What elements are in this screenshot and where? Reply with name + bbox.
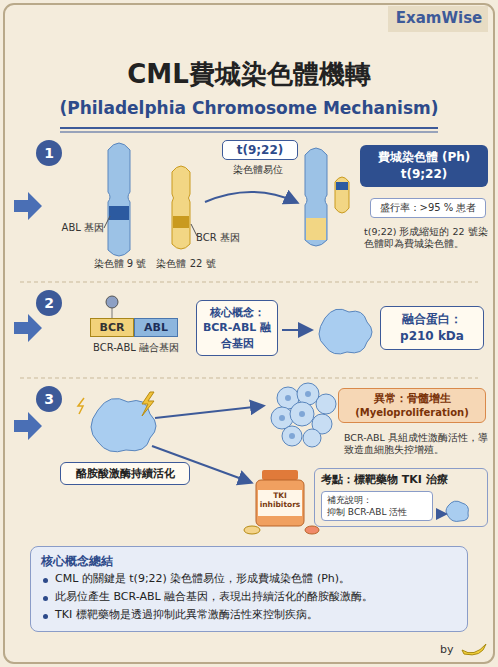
label: BCR 基因	[196, 232, 260, 245]
label: t(9;22) 形成縮短的 22 號染色體即為費城染色體。	[364, 226, 490, 250]
bullet-dot	[43, 596, 48, 601]
label: TKI inhibitors	[258, 491, 302, 510]
label: (Philadelphia Chromosome Mechanism)	[10, 98, 488, 119]
node-text: t(9;22)	[366, 166, 482, 183]
note-box: 補充說明：抑制 BCR-ABL 活性	[321, 491, 433, 521]
node-text: 1	[44, 145, 54, 161]
node-text: (Myeloproliferation)	[344, 406, 480, 419]
node-text: 2	[44, 295, 54, 311]
label: 染色體 22 號	[146, 258, 226, 271]
bullet-text: CML 的關鍵是 t(9;22) 染色體易位，形成費城染色體 (Ph)。	[55, 572, 350, 585]
node-text: 盛行率：>95 % 患者	[375, 201, 481, 215]
node-text: 融合蛋白：	[387, 311, 477, 328]
kinase-box: 酪胺酸激酶持續活化	[60, 462, 190, 485]
summary-bullet: 此易位產生 BCR-ABL 融合基因，表現出持續活化的酪胺酸激酶。	[41, 590, 457, 605]
node-text: 3	[44, 391, 54, 407]
label: by	[440, 643, 464, 657]
label: BCR-ABL 融合基因	[74, 342, 198, 355]
node-text: 抑制 BCR-ABL 活性	[327, 506, 427, 518]
title: CML費城染色體機轉	[10, 58, 488, 91]
node-text: t(9;22)	[227, 143, 293, 157]
label: ExamWise	[392, 9, 486, 28]
bullet-text: 此易位產生 BCR-ABL 融合基因，表現出持續活化的酪胺酸激酶。	[55, 590, 373, 603]
node-text: BCR	[91, 321, 133, 334]
summary-bullet: TKI 標靶藥物是透過抑制此異常激酶活性來控制疾病。	[41, 608, 457, 623]
label: BCR-ABL 具組成性激酶活性，導致造血細胞失控增殖。	[344, 432, 488, 456]
bullet-dot	[43, 614, 48, 619]
bullet-dot	[43, 578, 48, 583]
node-text: ABL	[135, 321, 177, 334]
step-number: 1	[36, 140, 62, 166]
summary-bullet: CML 的關鍵是 t(9;22) 染色體易位，形成費城染色體 (Ph)。	[41, 572, 457, 587]
concept-box: 核心概念： BCR-ABL 融合基因	[196, 300, 278, 356]
node-text: 考點：標靶藥物 TKI 治療	[321, 472, 481, 487]
step-number: 2	[36, 290, 62, 316]
myeloproliferation-box: 異常：骨髓增生(Myeloproliferation)	[338, 388, 486, 423]
panel-heading: 核心概念總結	[41, 553, 457, 569]
gene-segment: ABL	[134, 318, 178, 337]
node-text: 酪胺酸激酶持續活化	[65, 466, 185, 481]
node-text: p210 kDa	[387, 328, 477, 345]
exam-point-box: 考點：標靶藥物 TKI 治療補充說明：抑制 BCR-ABL 活性	[314, 468, 488, 527]
translocation-box: t(9;22)	[222, 140, 298, 160]
node-text: 補充說明：	[327, 494, 427, 506]
gene-segment: BCR	[90, 318, 134, 337]
label: 染色體易位	[210, 164, 306, 177]
label: ABL 基因	[44, 222, 104, 235]
bullet-text: TKI 標靶藥物是透過抑制此異常激酶活性來控制疾病。	[55, 608, 318, 621]
ph-box: 費城染色體 (Ph)t(9;22)	[360, 145, 488, 187]
prevalence-box: 盛行率：>95 % 患者	[370, 198, 486, 218]
step-number: 3	[36, 386, 62, 412]
label: 染色體 9 號	[80, 258, 160, 271]
node-text: 異常：骨髓增生	[344, 392, 480, 406]
node-text: 費城染色體 (Ph)	[366, 149, 482, 166]
node-text: 核心概念： BCR-ABL 融合基因	[202, 305, 272, 351]
protein-box: 融合蛋白：p210 kDa	[380, 306, 484, 350]
summary-panel: 核心概念總結 CML 的關鍵是 t(9;22) 染色體易位，形成費城染色體 (Ph…	[30, 546, 468, 632]
